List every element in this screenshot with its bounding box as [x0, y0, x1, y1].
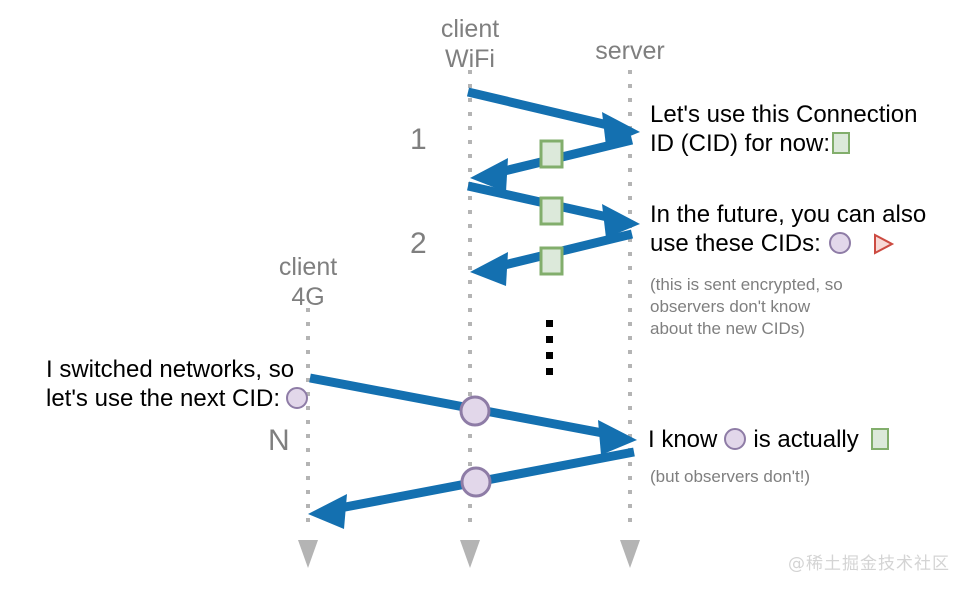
subnote-observers: (but observers don't!) — [650, 466, 810, 488]
subnote-encrypted: (this is sent encrypted, so observers do… — [650, 274, 843, 340]
message-1-response — [470, 135, 634, 192]
note-client-4g-line-2-text: let's use the next CID: — [46, 385, 281, 412]
cid-circle-icon — [724, 428, 747, 450]
cid-token-square-msg3 — [539, 246, 564, 276]
note-step-1: Let's use this Connection ID (CID) for n… — [650, 100, 917, 158]
subnote-encrypted-line-3: about the new CIDs) — [650, 319, 805, 338]
cid-triangle-icon — [871, 232, 895, 256]
cid-circle-icon — [286, 387, 309, 409]
subnote-encrypted-line-2: observers don't know — [650, 297, 811, 316]
note-step-1-line-1: Let's use this Connection — [650, 101, 918, 128]
cid-token-square-msg2 — [539, 196, 564, 226]
message-n-request — [309, 373, 637, 455]
note-step-2-line-2-text: use these CIDs: — [650, 230, 821, 257]
note-step-2-line-2: use these CIDs: — [650, 229, 926, 258]
lifeline-client-4g — [298, 300, 318, 568]
note-step-2: In the future, you can also use these CI… — [650, 200, 926, 258]
note-step-n-text-1: I know — [648, 426, 718, 453]
cid-token-circle-msg-n-response — [460, 466, 492, 498]
note-client-4g-line-2: let's use the next CID: — [46, 384, 310, 413]
step-number-2: 2 — [410, 227, 427, 260]
note-step-1-line-2-text: ID (CID) for now: — [650, 130, 831, 157]
lifeline-server — [620, 68, 640, 568]
message-n-response — [308, 447, 635, 529]
note-step-1-line-2: ID (CID) for now: — [650, 129, 917, 158]
lifeline-end-arrow-client-wifi — [460, 540, 480, 568]
note-step-n-text-2: is actually — [753, 426, 859, 453]
message-2-request — [467, 181, 640, 238]
lifeline-label-client-wifi: client WiFi — [440, 15, 500, 73]
subnote-encrypted-line-1: (this is sent encrypted, so — [650, 275, 843, 294]
cid-circle-icon — [828, 232, 851, 254]
lifeline-client-wifi — [460, 68, 480, 568]
step-number-1: 1 — [410, 123, 427, 156]
cid-token-square-msg1 — [539, 139, 564, 169]
cid-square-icon — [832, 132, 851, 154]
watermark: @稀土掘金技术社区 — [788, 554, 950, 574]
message-1-request — [466, 87, 640, 146]
lifeline-end-arrow-server — [620, 540, 640, 568]
subnote-observers-line-1: (but observers don't!) — [650, 467, 811, 486]
cid-token-circle-msg-n-request — [459, 395, 491, 427]
step-number-n: N — [268, 424, 290, 457]
cid-square-icon — [870, 428, 889, 450]
lifeline-end-arrow-client-4g — [298, 540, 318, 568]
note-client-4g: I switched networks, so let's use the ne… — [46, 355, 310, 413]
lifeline-label-server: server — [595, 37, 665, 65]
note-step-2-line-1: In the future, you can also — [650, 201, 927, 228]
message-2-response — [470, 229, 634, 286]
note-client-4g-line-1: I switched networks, so — [46, 356, 295, 383]
note-step-n: I know is actually — [648, 425, 891, 454]
lifeline-label-client-4g: client 4G — [278, 253, 338, 311]
vertical-ellipsis — [546, 320, 553, 375]
note-step-n-line-1: I know is actually — [648, 425, 891, 454]
